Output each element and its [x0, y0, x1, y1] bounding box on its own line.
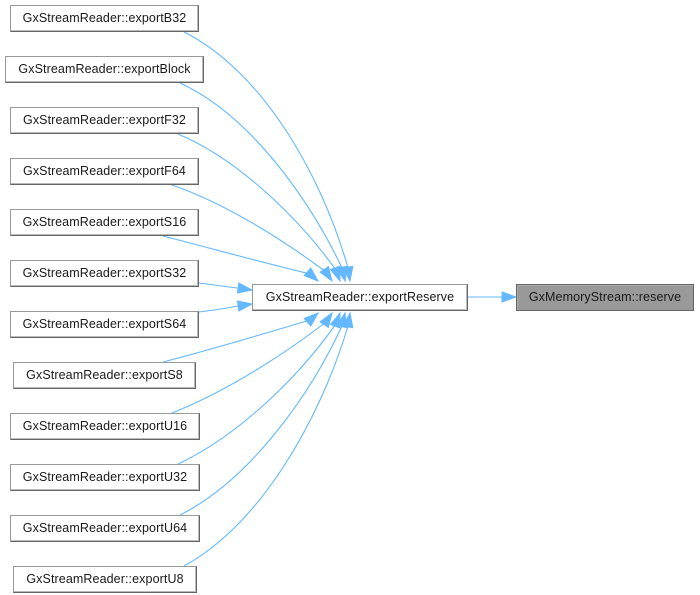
edge-line: [179, 82, 343, 269]
edge-line: [198, 305, 239, 313]
edge-line: [177, 133, 337, 271]
edge-exportB32-to-exportReserve: [183, 31, 354, 283]
arrowhead-icon: [303, 312, 320, 327]
arrowhead-icon: [236, 282, 254, 294]
edge-exportU8-to-exportReserve: [183, 311, 354, 567]
edge-line: [179, 325, 343, 516]
node-exportS8[interactable]: GxStreamReader::exportS8: [13, 362, 196, 389]
node-exportBlock[interactable]: GxStreamReader::exportBlock: [5, 56, 204, 83]
arrowhead-icon: [329, 265, 341, 283]
edge-exportS32-to-exportReserve: [198, 282, 254, 294]
node-exportS32[interactable]: GxStreamReader::exportS32: [10, 260, 199, 287]
edge-exportReserve-to-reserve: [468, 291, 518, 303]
arrowhead-icon: [303, 267, 320, 282]
edge-exportS8-to-exportReserve: [162, 312, 320, 363]
node-exportF32[interactable]: GxStreamReader::exportF32: [10, 107, 199, 134]
arrowhead-icon: [319, 265, 333, 283]
edge-exportU16-to-exportReserve: [171, 311, 333, 414]
node-exportU16[interactable]: GxStreamReader::exportU16: [10, 413, 200, 440]
edge-line: [183, 31, 349, 269]
edge-line: [171, 184, 327, 273]
edge-line: [177, 323, 337, 465]
node-exportS16[interactable]: GxStreamReader::exportS16: [10, 209, 199, 236]
edge-exportS16-to-exportReserve: [162, 235, 320, 282]
edge-line: [162, 235, 311, 275]
node-exportF64[interactable]: GxStreamReader::exportF64: [10, 158, 199, 185]
node-exportU64[interactable]: GxStreamReader::exportU64: [10, 515, 200, 542]
node-exportB32[interactable]: GxStreamReader::exportB32: [10, 5, 199, 32]
node-exportS64[interactable]: GxStreamReader::exportS64: [10, 311, 199, 338]
arrowhead-icon: [501, 291, 518, 303]
edge-exportS64-to-exportReserve: [198, 300, 254, 313]
node-reserve-current: GxMemoryStream::reserve: [516, 284, 694, 311]
node-exportReserve[interactable]: GxStreamReader::exportReserve: [252, 284, 468, 311]
edge-exportF32-to-exportReserve: [177, 133, 341, 283]
node-exportU8[interactable]: GxStreamReader::exportU8: [13, 566, 197, 593]
edge-line: [171, 321, 327, 414]
edge-exportF64-to-exportReserve: [171, 184, 333, 283]
arrowhead-icon: [236, 300, 254, 312]
node-exportU32[interactable]: GxStreamReader::exportU32: [10, 464, 200, 491]
edge-line: [198, 282, 239, 289]
edge-line: [183, 325, 349, 567]
arrowhead-icon: [319, 311, 333, 329]
arrowhead-icon: [342, 311, 354, 329]
edge-line: [162, 319, 311, 363]
